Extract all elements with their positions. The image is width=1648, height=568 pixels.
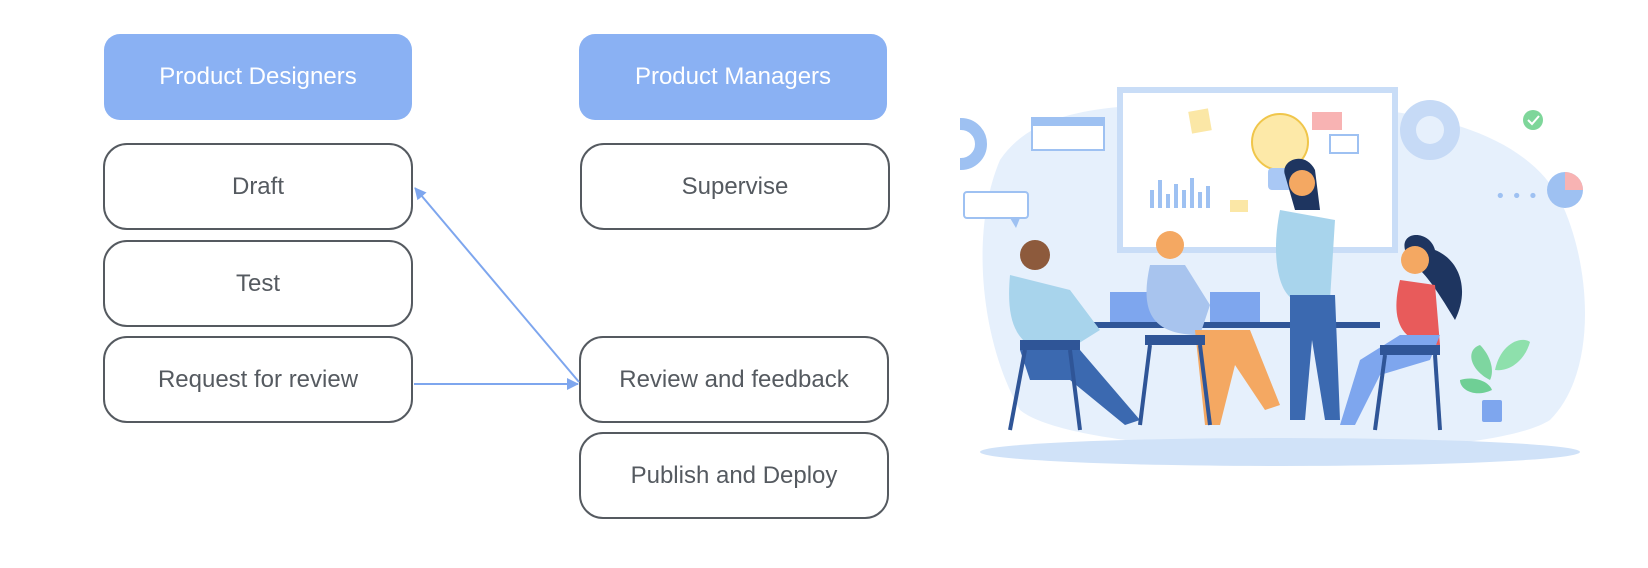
floor-shadow [980, 438, 1580, 466]
plant-icon [1460, 339, 1530, 422]
person-sitting-left [1008, 240, 1140, 431]
meeting-table [1090, 322, 1380, 328]
note-pink-icon [1312, 112, 1342, 130]
header-product-managers: Product Managers [579, 34, 887, 120]
board-bar-chart-icon [1150, 178, 1210, 208]
browser-window-icon [1031, 117, 1105, 151]
person-sitting-middle [1138, 231, 1280, 426]
team-meeting-illustration: • • • [960, 87, 1585, 466]
whiteboard [1117, 87, 1398, 253]
chat-bubble-icon [963, 191, 1029, 228]
step-test: Test [103, 240, 413, 327]
donut-chart-icon [960, 118, 987, 170]
sticky-note-icon [1188, 108, 1212, 134]
step-request-for-review: Request for review [103, 336, 413, 423]
dots-icon: • • • [1495, 186, 1538, 207]
header-product-designers: Product Designers [104, 34, 412, 120]
check-circle-icon [1523, 110, 1543, 130]
arrow-review-to-draft [414, 187, 580, 383]
note-blue-icon [1329, 134, 1359, 154]
gear-icon [1400, 100, 1460, 160]
pie-chart-icon [1547, 172, 1583, 208]
step-supervise: Supervise [580, 143, 890, 230]
person-sitting-right [1340, 235, 1463, 431]
step-draft: Draft [103, 143, 413, 230]
person-standing [1230, 158, 1340, 420]
step-review-and-feedback: Review and feedback [579, 336, 889, 423]
laptop-2 [1210, 292, 1260, 322]
step-publish-and-deploy: Publish and Deploy [579, 432, 889, 519]
